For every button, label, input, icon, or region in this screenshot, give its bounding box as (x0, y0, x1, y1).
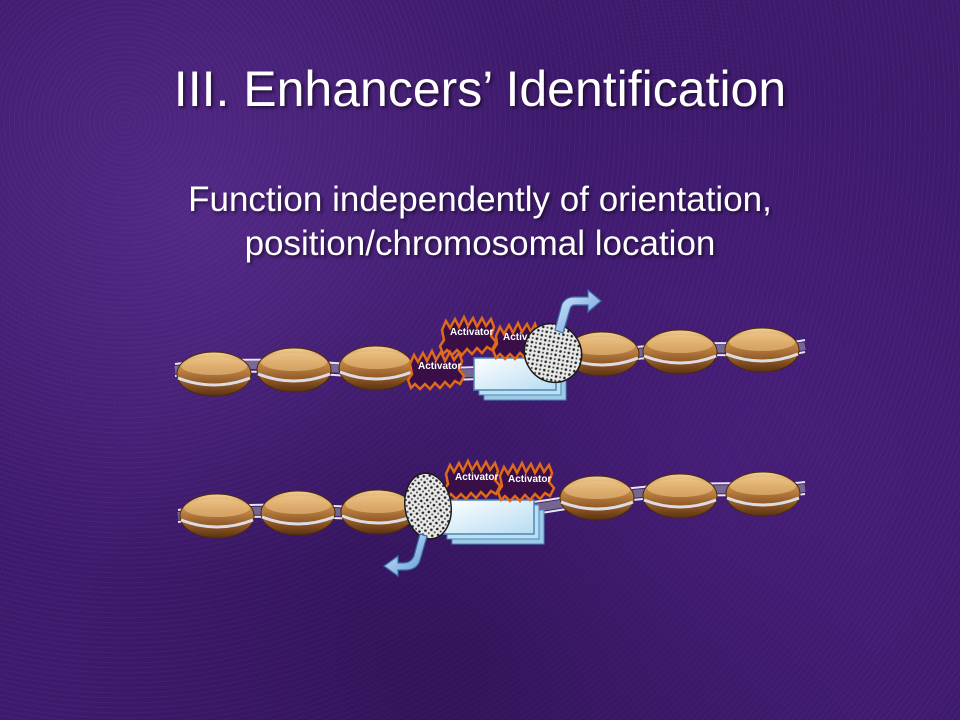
top-rna-polymerase (523, 322, 583, 384)
top-nucleosome-3 (338, 345, 414, 391)
bottom-activator-2-label: Activator (508, 474, 551, 485)
bottom-nucleosome-5 (642, 473, 718, 519)
subtitle-line-1: Function independently of orientation, (188, 180, 772, 219)
bottom-transcription-arrow-icon (382, 533, 428, 578)
top-activator-1-label: Activator (450, 327, 493, 338)
bottom-nucleosome-1 (179, 493, 255, 539)
bottom-nucleosome-3 (340, 489, 416, 535)
top-transcription-arrow-icon (554, 288, 602, 334)
top-nucleosome-5 (642, 329, 718, 375)
bottom-activator-1: Activator (442, 458, 502, 501)
bottom-nucleosome-2 (260, 490, 336, 536)
top-nucleosome-6 (724, 327, 800, 373)
top-nucleosome-1 (176, 351, 252, 397)
bottom-nucleosome-4 (559, 475, 635, 521)
bottom-transcription-complex (441, 499, 545, 545)
bottom-activator-2: Activator (496, 460, 556, 503)
slide-title: III. Enhancers’ Identification (173, 61, 787, 117)
top-activator-2-label: Activ (503, 332, 528, 343)
top-activator-3: Activator (406, 348, 466, 391)
top-activator-3-label: Activator (418, 361, 461, 372)
top-activator-1: Activator (438, 314, 498, 357)
subtitle-line-2: position/chromosomal location (244, 224, 716, 263)
top-nucleosome-2 (256, 347, 332, 393)
slide-subtitle: Function independently of orientation, p… (0, 178, 960, 266)
bottom-rna-polymerase (404, 472, 452, 540)
bottom-nucleosome-6 (725, 471, 801, 517)
bottom-activator-1-label: Activator (455, 472, 498, 483)
